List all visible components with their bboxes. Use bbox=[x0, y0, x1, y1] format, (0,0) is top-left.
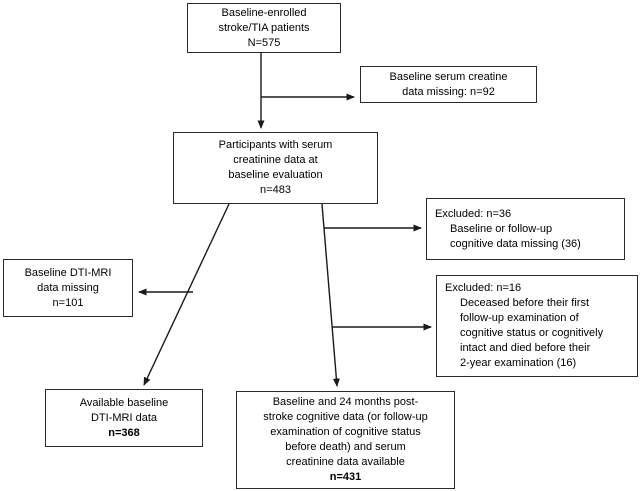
box-count-line: n=368 bbox=[108, 426, 140, 439]
box-participants-serum-creatinine: Participants with serum creatinine data … bbox=[173, 132, 378, 204]
box-text-line: 2-year examination (16) bbox=[460, 357, 577, 369]
box-text-line: Deceased before their first bbox=[460, 297, 590, 309]
box-text-line: N=575 bbox=[247, 36, 281, 49]
box-text-line: Participants with serum bbox=[218, 139, 333, 151]
box-final-sample: Baseline and 24 months post- stroke cogn… bbox=[236, 391, 455, 489]
box-text-line: cognitive data missing (36) bbox=[450, 237, 581, 250]
box-text-line: Excluded: n=16 bbox=[445, 282, 522, 294]
box-text-line: creatinine data available bbox=[286, 456, 405, 468]
box-text-line: Available baseline bbox=[79, 396, 169, 409]
box-count-line: n=431 bbox=[329, 471, 362, 483]
box-text-line: intact and died before their bbox=[460, 342, 591, 354]
box-excluded-cognitive-missing: Excluded: n=36 Baseline or follow-up cog… bbox=[426, 198, 625, 260]
box-text-line: DTI-MRI data bbox=[90, 411, 157, 424]
box-text-line: stroke cognitive data (or follow-up bbox=[263, 411, 428, 423]
box-text-line: data missing bbox=[37, 281, 99, 294]
box-text-line: creatinine data at bbox=[233, 154, 318, 166]
box-text-line: Baseline-enrolled bbox=[221, 6, 307, 19]
box-text-line: follow-up examination of bbox=[460, 312, 579, 324]
box-text-line: Excluded: n=36 bbox=[435, 207, 512, 220]
box-text-line: Baseline DTI-MRI bbox=[24, 266, 112, 279]
box-baseline-enrolled: Baseline-enrolled stroke/TIA patients N=… bbox=[187, 3, 341, 53]
box-excluded-deceased: Excluded: n=16 Deceased before their fir… bbox=[436, 275, 638, 377]
box-text-line: cognitive status or cognitively bbox=[460, 327, 604, 339]
box-dti-mri-missing: Baseline DTI-MRI data missing n=101 bbox=[3, 259, 133, 317]
box-dti-mri-available: Available baseline DTI-MRI data n=368 bbox=[45, 389, 203, 447]
arrow-participants-to-final bbox=[321, 203, 340, 387]
box-serum-creatine-missing: Baseline serum creatine data missing: n=… bbox=[360, 66, 537, 103]
box-text-line: before death) and serum bbox=[285, 441, 406, 453]
box-text-line: Baseline serum creatine bbox=[389, 70, 508, 83]
box-text-line: examination of cognitive status bbox=[270, 426, 421, 438]
box-text-line: stroke/TIA patients bbox=[218, 21, 310, 34]
box-text-line: baseline evaluation bbox=[228, 169, 323, 181]
box-text-line: n=483 bbox=[260, 184, 291, 196]
box-text-line: Baseline or follow-up bbox=[450, 222, 553, 235]
box-text-line: Baseline and 24 months post- bbox=[272, 396, 419, 408]
box-text-line: data missing: n=92 bbox=[402, 85, 495, 98]
box-text-line: n=101 bbox=[52, 296, 84, 309]
arrow-participants-to-dti-available bbox=[143, 203, 230, 386]
